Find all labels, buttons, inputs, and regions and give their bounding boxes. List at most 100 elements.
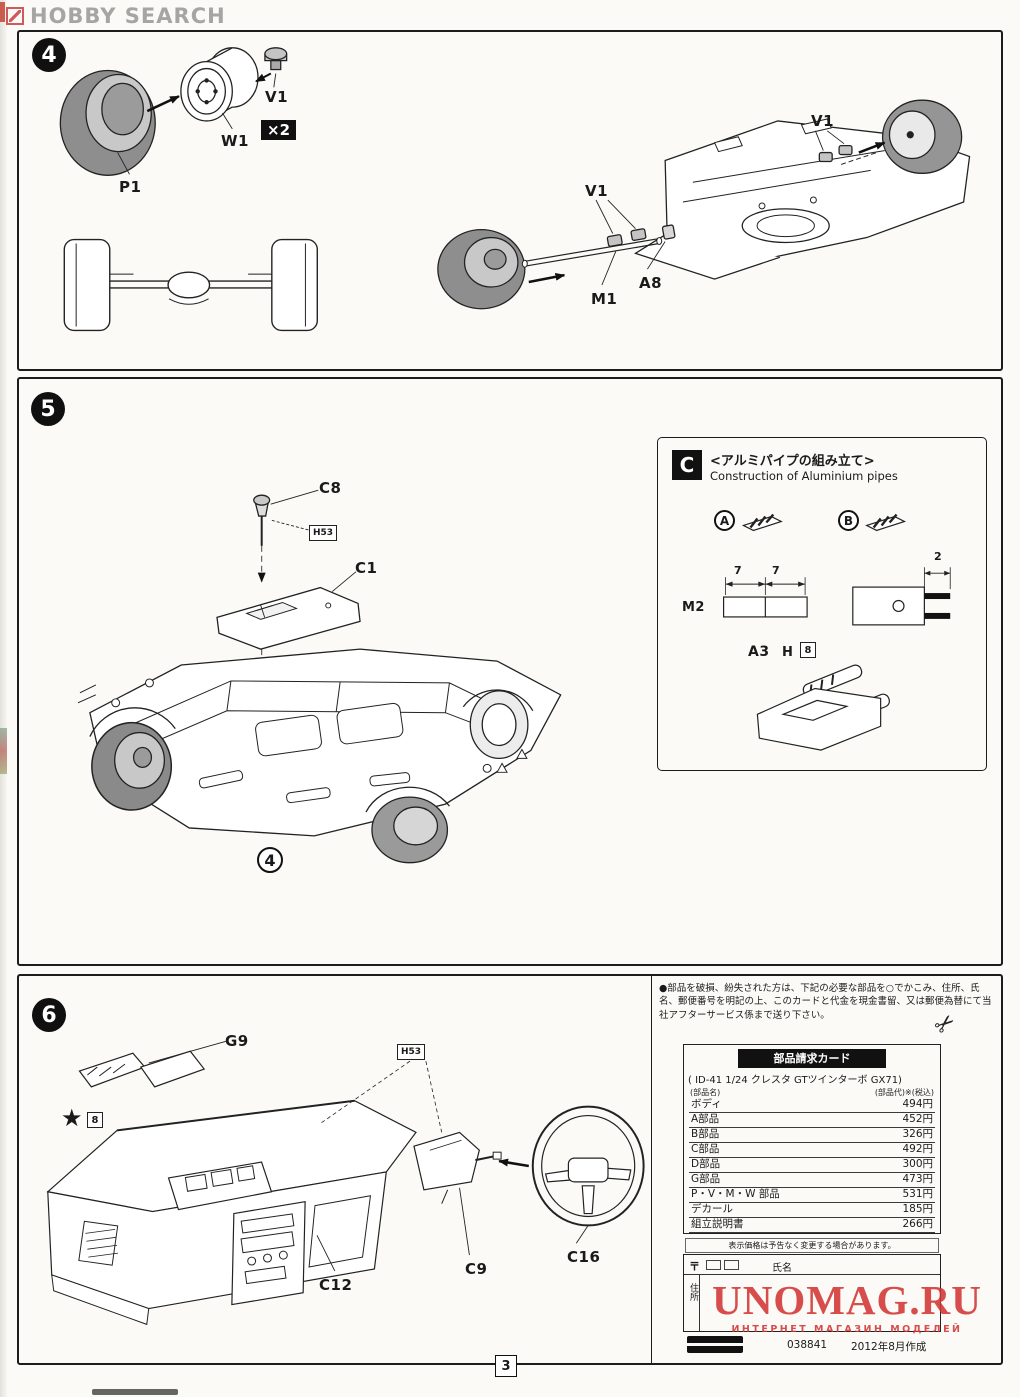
hobby-search-text: HOBBY SEARCH <box>30 4 226 28</box>
label-m1: M1 <box>591 290 618 308</box>
step-4-number: 4 <box>32 38 66 72</box>
address-form: 〒 氏名 住所 <box>683 1254 941 1332</box>
multiplier-badge: ×2 <box>261 120 297 140</box>
callout-4: 4 <box>257 847 283 873</box>
step-4-diagram <box>59 47 971 332</box>
axle-front-view-drawing <box>63 238 318 332</box>
step-6-diagram <box>46 1040 645 1326</box>
col-part-price: (部品代)※(税込) <box>874 1088 934 1097</box>
label-a3: A3 <box>748 644 770 660</box>
w1-wheel-drawing <box>180 47 259 122</box>
v1-pins-mid-drawing <box>606 228 647 247</box>
pipe-chip-a-icon <box>741 513 783 532</box>
part-name: デカール <box>691 1203 733 1215</box>
label-c1: C1 <box>355 559 378 577</box>
card-row: G部品 473円 <box>689 1173 935 1188</box>
h53-tag: H53 <box>309 525 338 541</box>
part-price: 266円 <box>902 1218 933 1230</box>
part-name: A部品 <box>691 1113 720 1125</box>
v1-pin-drawing <box>264 47 288 71</box>
part-name: C部品 <box>691 1143 720 1155</box>
label-c8: C8 <box>319 479 342 497</box>
c8-shifter-drawing <box>253 494 271 546</box>
publisher-mark <box>687 1336 743 1353</box>
card-row: B部品 326円 <box>689 1128 935 1143</box>
postal-mark: 〒 <box>689 1260 700 1273</box>
label-v1-right: V1 <box>811 112 835 130</box>
label-m2: M2 <box>682 600 705 615</box>
box-c-letter: C <box>672 450 702 480</box>
left-tire-drawing <box>437 229 526 310</box>
star-marker-number: 8 <box>87 1112 103 1128</box>
aluminium-pipes-art <box>723 513 951 751</box>
part-name: P・V・M・W 部品 <box>691 1188 780 1200</box>
unomag-tagline: ИНТЕРНЕТ МАГАЗИН МОДЕЛЕЙ <box>731 1324 963 1335</box>
label-p1: P1 <box>119 178 142 196</box>
pipe-holder-part-drawing <box>852 567 951 626</box>
part-name: 組立説明書 <box>691 1218 744 1230</box>
label-g9: G9 <box>225 1032 249 1050</box>
part-price: 473円 <box>902 1173 933 1185</box>
c9-column-drawing <box>413 1131 502 1204</box>
part-name: G部品 <box>691 1173 721 1185</box>
part-name: D部品 <box>691 1158 721 1170</box>
column-divider <box>651 976 652 1363</box>
label-v1-mid: V1 <box>585 182 609 200</box>
part-price: 531円 <box>902 1188 933 1200</box>
m2-part-drawing <box>723 577 808 618</box>
page-number: 3 <box>495 1355 517 1377</box>
postal-code-box <box>706 1260 721 1270</box>
step-6-panel: 6 G9 ★ 8 H53 C9 C16 C12 ●部品を破損、紛失された方は、下… <box>17 974 1003 1365</box>
label-c16: C16 <box>567 1248 601 1266</box>
card-row: A部品 452円 <box>689 1113 935 1128</box>
scan-edge-red-mark <box>0 2 5 22</box>
price-change-note: 表示価格は予告なく変更する場合があります。 <box>685 1238 939 1253</box>
part-name: B部品 <box>691 1128 720 1140</box>
card-row: デカール 185円 <box>689 1203 935 1218</box>
card-row: D部品 300円 <box>689 1158 935 1173</box>
paint-marker-b: B <box>838 510 859 531</box>
star-marker-icon: ★ <box>61 1104 83 1132</box>
pipe-chip-b-icon <box>865 513 907 532</box>
unomag-watermark: UNOMAG.RU ИНТЕРНЕТ МАГАЗИН МОДЕЛЕЙ <box>688 1277 1006 1336</box>
a8-part-drawing <box>661 224 676 240</box>
box-c-title-en: Construction of Aluminium pipes <box>710 469 898 483</box>
p1-tire-drawing <box>59 69 156 176</box>
step-5-diagram <box>77 489 562 864</box>
order-card-kit: ( ID-41 1/24 クレスタ GTツインターボ GX71) <box>688 1075 902 1086</box>
unomag-logo-text: UNOMAG.RU <box>712 1277 982 1323</box>
card-row: C部品 492円 <box>689 1143 935 1158</box>
part-price: 326円 <box>902 1128 933 1140</box>
address-column: 住所 <box>684 1275 700 1331</box>
print-date: 2012年8月作成 <box>851 1341 927 1353</box>
dim-7b: 7 <box>772 564 780 577</box>
order-card-title: 部品請求カード <box>738 1049 886 1068</box>
scan-bottom-mark <box>92 1389 178 1395</box>
part-name: ボディ <box>691 1098 722 1110</box>
address-field-label: 住所 <box>688 1283 698 1301</box>
part-price: 452円 <box>902 1113 933 1125</box>
scan-edge-smudge <box>0 728 7 774</box>
hobby-search-logo-icon <box>6 7 24 25</box>
label-a8: A8 <box>639 274 663 292</box>
dashboard-drawing <box>46 1099 417 1326</box>
part-price: 492円 <box>902 1143 933 1155</box>
order-card-columns: (部品名) (部品代)※(税込) <box>684 1086 940 1098</box>
v1-pins-right-drawing <box>818 145 853 163</box>
part-price: 300円 <box>902 1158 933 1170</box>
step-6-number: 6 <box>32 998 66 1032</box>
paint-marker-a: A <box>714 510 735 531</box>
col-part-name: (部品名) <box>690 1088 721 1097</box>
card-row: 組立説明書 266円 <box>689 1218 935 1233</box>
aluminium-pipes-box: C <アルミパイプの組み立て> Construction of Aluminiu… <box>657 437 987 771</box>
h-number-box: 8 <box>800 642 816 658</box>
label-v1-top: V1 <box>265 88 289 106</box>
hobby-search-watermark: HOBBY SEARCH <box>6 4 226 28</box>
postal-code-box <box>724 1260 739 1270</box>
parts-order-card: 部品請求カード ( ID-41 1/24 クレスタ GTツインターボ GX71)… <box>683 1044 941 1234</box>
step-4-panel: 4 V1 W1 ×2 P1 V1 V1 M1 A8 <box>17 30 1003 371</box>
step-5-panel: 5 C8 H53 C1 4 <box>17 377 1003 966</box>
m1-shaft-drawing <box>521 237 663 268</box>
scan-edge-strip <box>0 0 7 1397</box>
